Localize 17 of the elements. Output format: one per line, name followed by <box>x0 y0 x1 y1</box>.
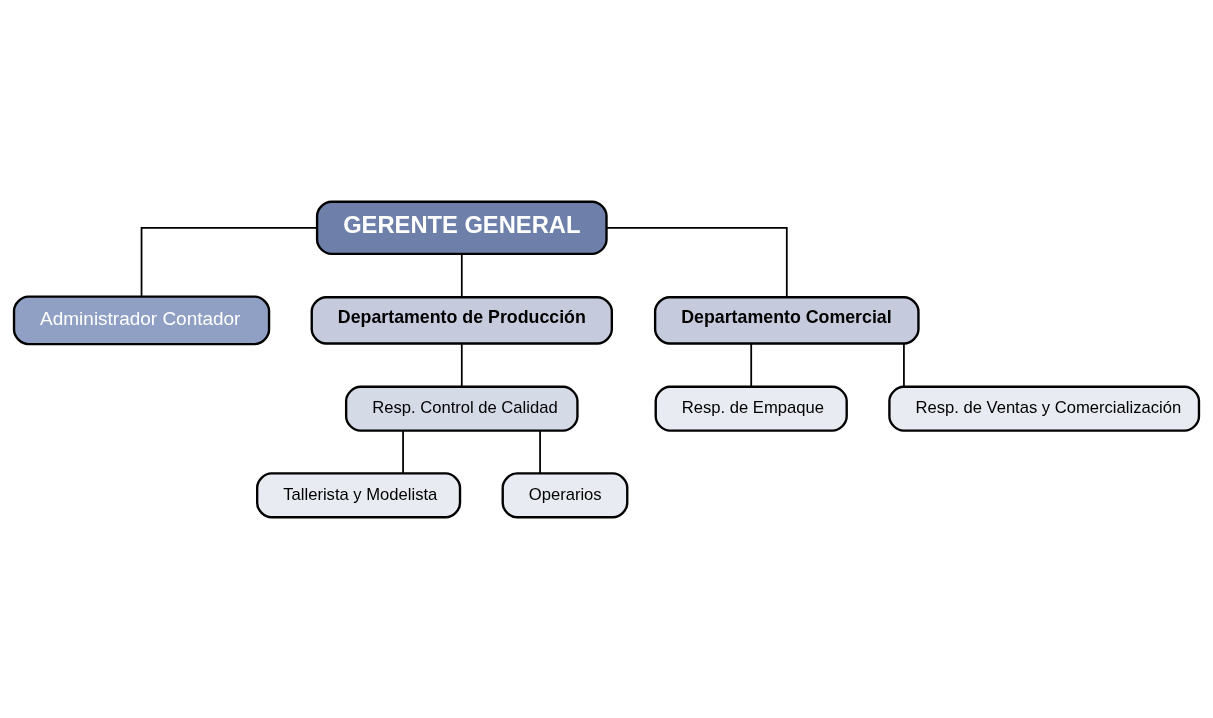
node-box: Administrador Contador <box>12 294 271 345</box>
connector <box>140 226 318 297</box>
node-box: Resp. Control de Calidad <box>344 385 579 432</box>
node-box: Tallerista y Modelista <box>256 471 462 518</box>
connector <box>605 226 788 298</box>
node-box: Departamento de Producción <box>310 295 614 345</box>
node-box: Departamento Comercial <box>653 295 920 345</box>
connector <box>402 429 404 474</box>
connector <box>460 252 463 298</box>
node-box: Operarios <box>501 471 629 518</box>
connector <box>750 342 753 387</box>
node-box: GERENTE GENERAL <box>315 200 608 255</box>
node-box: Resp. de Empaque <box>654 385 848 432</box>
connector <box>539 429 541 474</box>
connector <box>903 342 905 387</box>
node-box: Resp. de Ventas y Comercialización <box>888 385 1201 432</box>
connector <box>460 342 463 387</box>
